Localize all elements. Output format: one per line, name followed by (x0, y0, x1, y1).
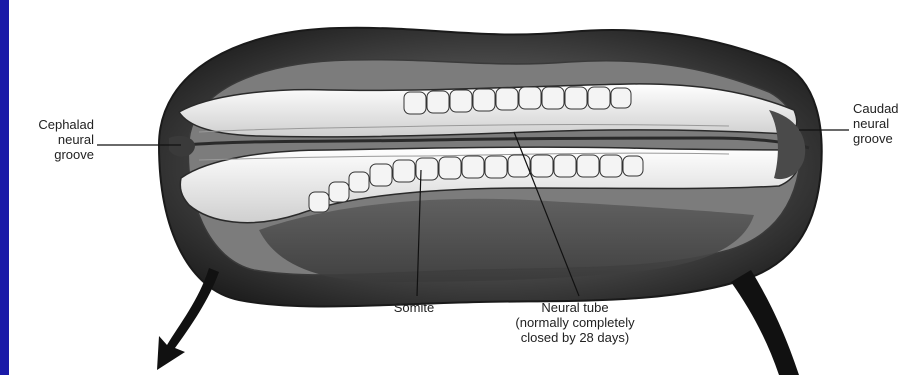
diagram-panel: Cephalad neural groove Caudad neural gro… (9, 0, 922, 375)
neural-tube-label: Neural tube (normally completely closed … (495, 300, 655, 345)
left-frame-strip (0, 0, 9, 375)
embryo-illustration (9, 0, 922, 375)
curved-arrow-right-icon (731, 270, 799, 375)
curved-arrow-left-icon (157, 268, 219, 370)
caudad-label: Caudad neural groove (853, 101, 922, 146)
cephalad-label: Cephalad neural groove (9, 117, 94, 162)
somite-label: Somite (379, 300, 449, 315)
